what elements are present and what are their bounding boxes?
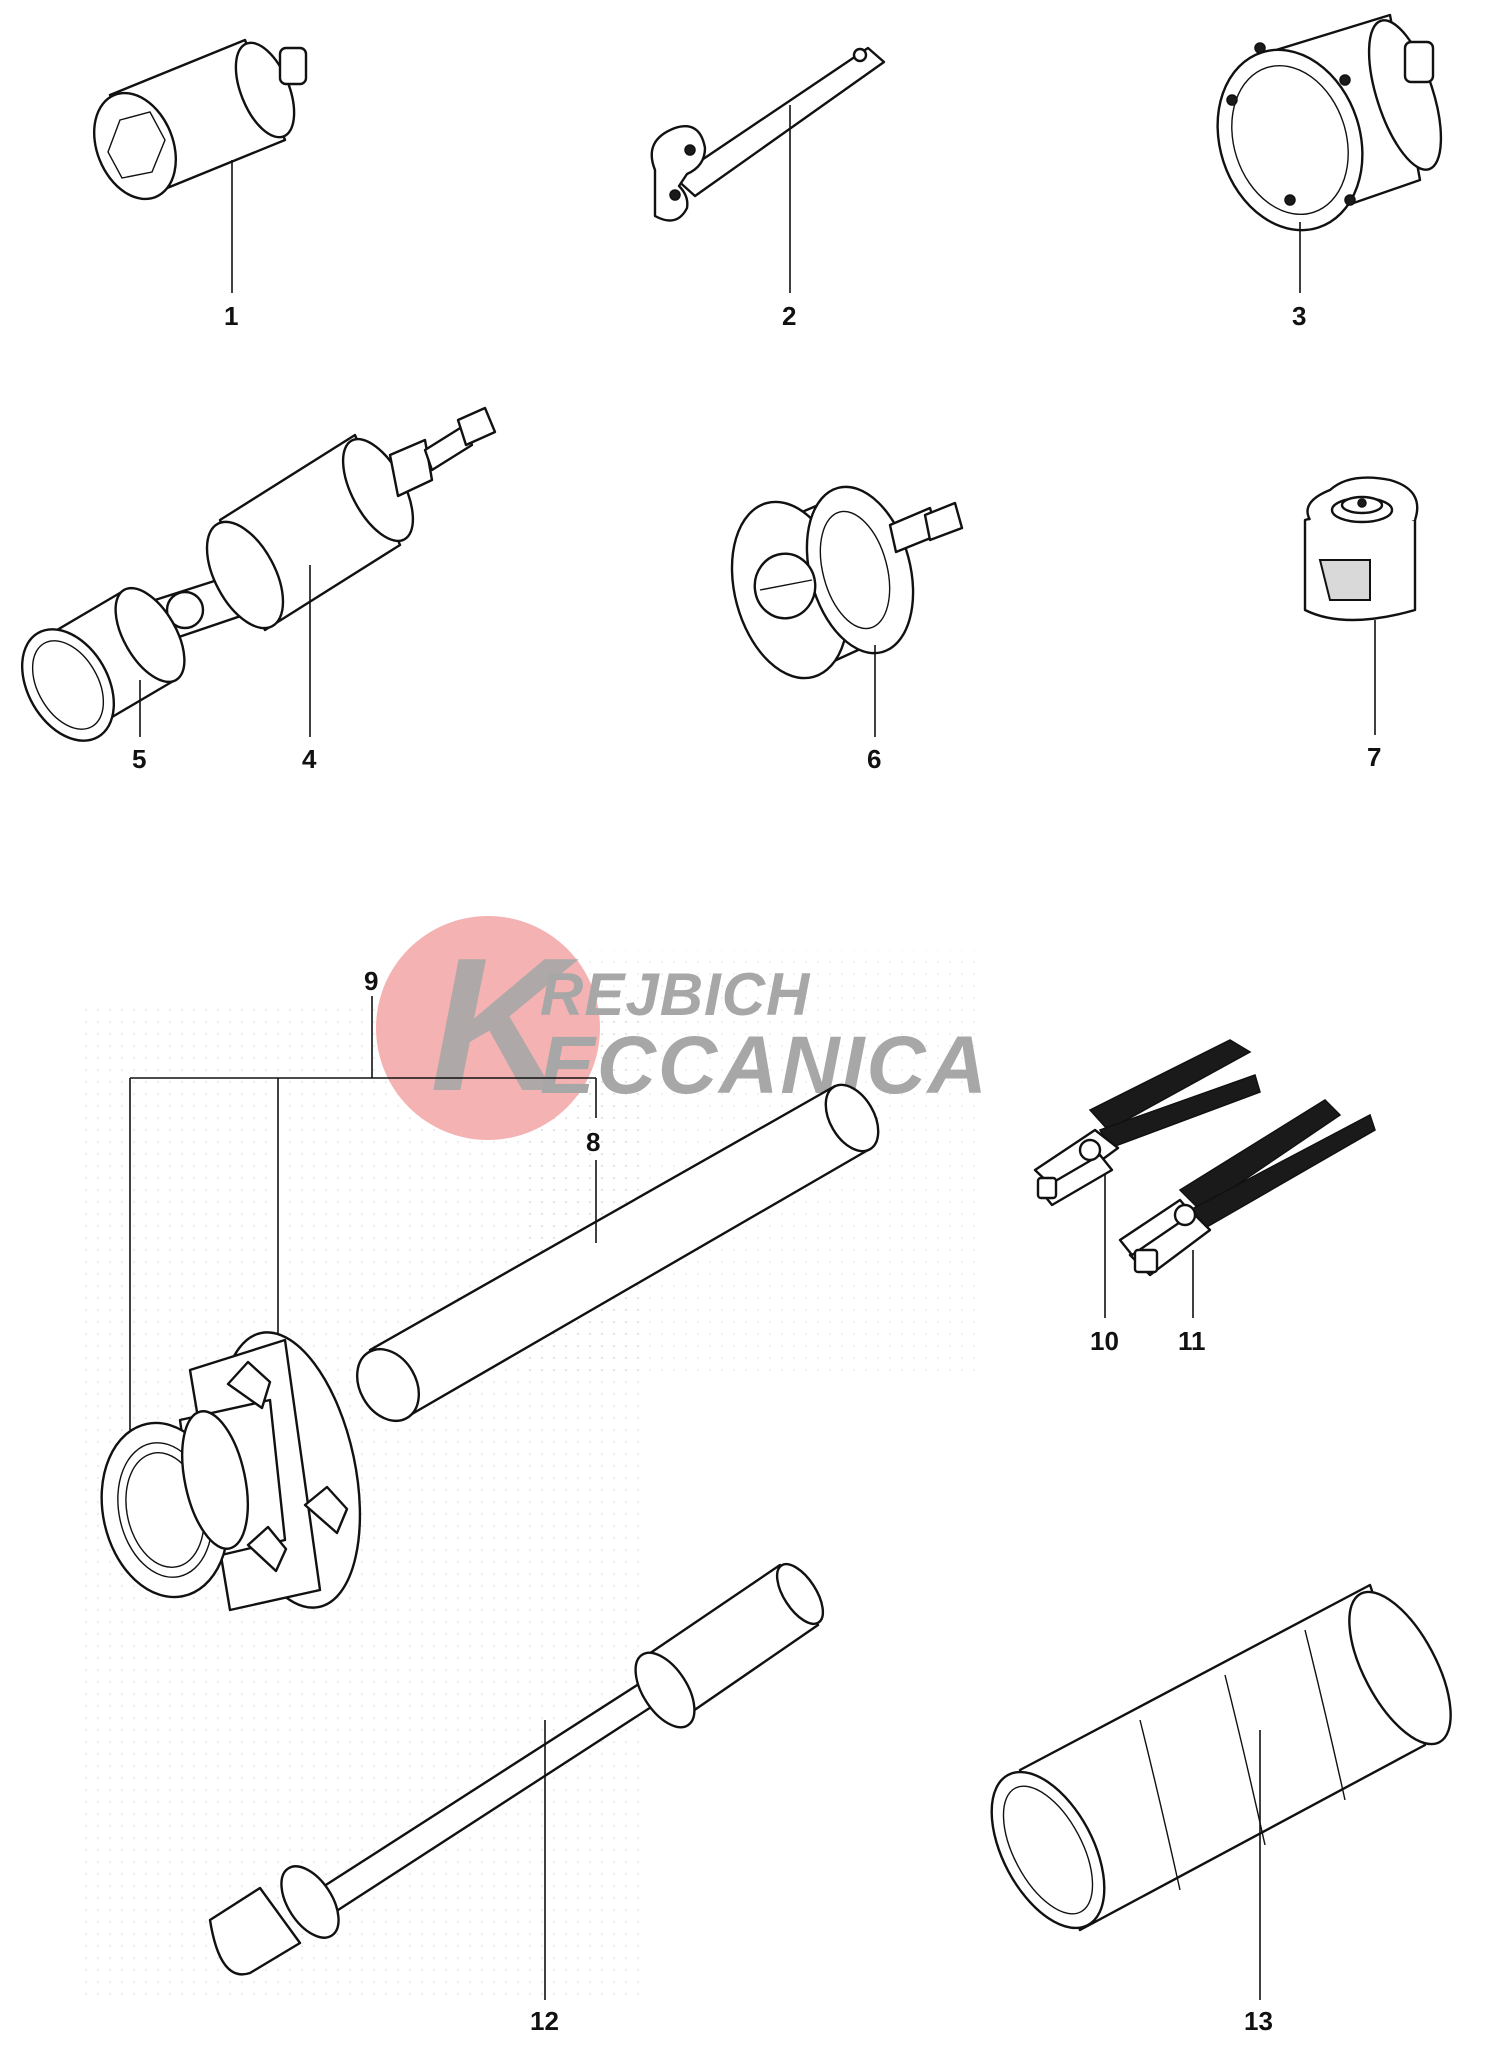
part-6-bearing-extractor xyxy=(730,485,964,737)
watermark-logo-letter: K xyxy=(430,919,579,1131)
watermark-logo: K REJBICH ECCANICA xyxy=(376,916,989,1140)
part-13-split-sleeve xyxy=(990,1583,1452,2000)
part-4-bearing-puller xyxy=(153,406,497,737)
part-label-6: 6 xyxy=(867,744,881,774)
watermark-line2: ECCANICA xyxy=(540,1020,989,1111)
part-11-clamp-pliers xyxy=(1118,1099,1376,1318)
part-label-7: 7 xyxy=(1367,742,1381,772)
part-8-shaft-rod xyxy=(355,1083,880,1422)
part-label-2: 2 xyxy=(782,301,796,331)
part-label-10: 10 xyxy=(1090,1326,1119,1356)
part-label-1: 1 xyxy=(224,301,238,331)
part-label-4: 4 xyxy=(302,744,317,774)
part-7-slotted-adapter xyxy=(1303,476,1419,735)
part-label-9: 9 xyxy=(364,966,378,996)
part-9-leader-bracket xyxy=(129,996,597,1438)
part-12-driver-rod xyxy=(208,1562,825,2000)
part-label-8: 8 xyxy=(586,1127,600,1157)
watermark-circle xyxy=(376,916,600,1140)
part-label-5: 5 xyxy=(132,744,146,774)
part-label-12: 12 xyxy=(530,2006,559,2036)
part-9-hub-holder-assembly xyxy=(100,1331,362,1612)
watermark-line1: REJBICH xyxy=(540,961,811,1028)
part-label-11: 11 xyxy=(1178,1326,1206,1356)
part-10-clamp-pliers xyxy=(1033,1039,1261,1318)
part-1-hex-socket-tool xyxy=(92,38,308,293)
part-label-13: 13 xyxy=(1244,2006,1273,2036)
part-3-ring-nut-socket xyxy=(1216,13,1443,293)
part-label-3: 3 xyxy=(1292,301,1306,331)
part-5-puller-adapter-cup xyxy=(20,586,186,742)
part-2-pin-spanner-wrench xyxy=(650,46,886,293)
